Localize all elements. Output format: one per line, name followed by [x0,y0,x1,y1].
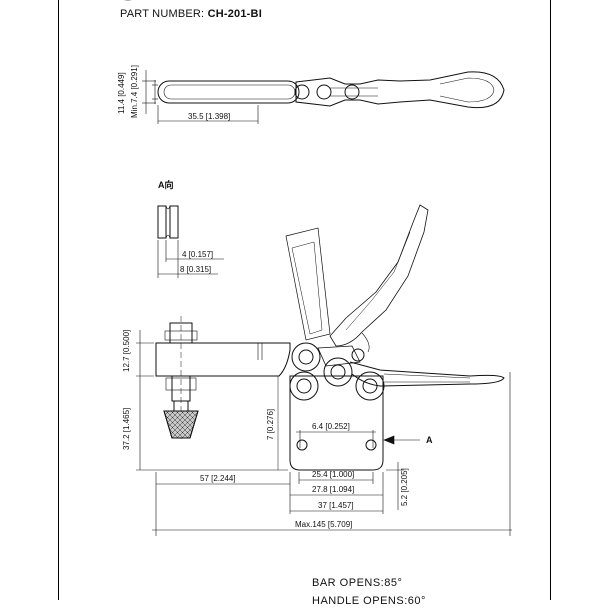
handle-top-view [157,71,505,109]
dim-h-7: 7 [0.276] [266,409,275,440]
sheet-border-left [58,0,59,600]
top-dimensions [142,70,259,124]
sheet-border-right [550,0,551,600]
dim-top-height: 11.4 [0.449] [117,72,126,114]
dim-hole-6-4: 6.4 [0.252] [312,422,350,431]
brand-logo-icon [124,0,132,1]
view-a-arrow-label: A [426,435,433,445]
spec-handle-opens: HANDLE OPENS:60° [312,595,426,607]
part-number-value: CH-201-BI [207,8,262,20]
dim-top-min: Min.7.4 [0.291] [130,65,139,118]
dim-bar-4: 4 [0.157] [182,250,213,259]
side-dimensions [136,330,512,536]
dim-bar-8: 8 [0.315] [180,265,211,274]
view-a-label: A向 [158,179,174,190]
dim-max-145: Max.145 [5.709] [295,520,352,529]
dim-w-27-8: 27.8 [1.094] [312,485,354,494]
dim-top-width: 35.5 [1.398] [188,112,230,121]
spec-bar-opens: BAR OPENS:85° [312,577,403,589]
bar-end-view [157,205,179,239]
part-number-label: PART NUMBER: [120,8,205,20]
dim-w-25-4: 25.4 [1.000] [312,470,354,479]
dim-h-37-2: 37.2 [1.465] [122,408,131,450]
part-number: PART NUMBER: CH-201-BI [120,8,262,20]
bar-end-dimensions [157,240,224,278]
dim-h-5-2: 5.2 [0.205] [400,468,409,506]
dim-w-57: 57 [2.244] [200,474,236,483]
clamp-side-view [155,204,505,471]
spec-notes: BAR OPENS:85° HANDLE OPENS:60° [312,574,426,610]
dim-h-12-7: 12.7 [0.500] [122,330,131,372]
title-block: PART NUMBER: CH-201-BI [112,0,552,28]
dim-w-37: 37 [1.457] [318,501,354,510]
